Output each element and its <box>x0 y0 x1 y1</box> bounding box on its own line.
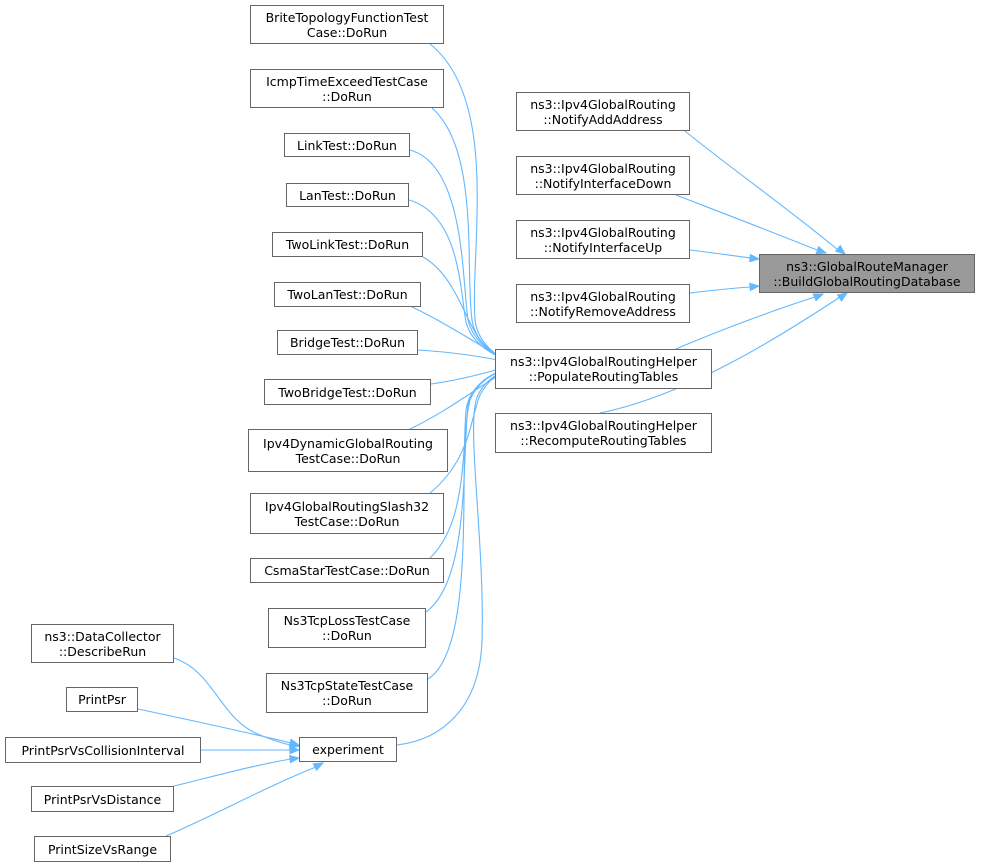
node-label-line2: ::PopulateRoutingTables <box>528 369 679 384</box>
edge-populate-to-root-arrowhead <box>812 293 825 302</box>
node-notify-remove-address[interactable]: ns3::Ipv4GlobalRouting ::NotifyRemoveAdd… <box>516 284 690 323</box>
node-link-test[interactable]: LinkTest::DoRun <box>284 133 410 157</box>
edge-recompute-to-root <box>599 296 841 414</box>
node-label-line1: TwoLinkTest::DoRun <box>285 237 410 252</box>
edge-psr-to-experiment-arrowhead <box>288 738 301 747</box>
node-label-line2: ::NotifyAddAddress <box>543 111 663 127</box>
node-label-line2: ::DoRun <box>322 693 372 708</box>
edge-notify-up-to-root-arrowhead <box>749 253 761 263</box>
node-label-line1: IcmpTimeExceedTestCase <box>266 73 428 89</box>
node-populate-routing-tables[interactable]: ns3::Ipv4GlobalRoutingHelper ::PopulateR… <box>495 349 712 389</box>
node-label-line1: ns3::Ipv4GlobalRoutingHelper <box>510 418 697 433</box>
node-csma-star-test[interactable]: CsmaStarTestCase::DoRun <box>250 558 444 583</box>
edge-describe-to-experiment <box>173 657 292 746</box>
edge-link-to-populate <box>409 149 510 362</box>
node-label-line2: ::DoRun <box>322 88 372 104</box>
node-brite-topology-test[interactable]: BriteTopologyFunctionTest Case::DoRun <box>250 5 444 44</box>
node-label-line1: Ipv4DynamicGlobalRouting <box>263 435 433 451</box>
node-label-line1: ns3::GlobalRouteManager <box>786 258 948 274</box>
node-label-line1: CsmaStarTestCase::DoRun <box>264 563 430 578</box>
node-bridge-test[interactable]: BridgeTest::DoRun <box>277 330 418 355</box>
node-label-line1: Ns3TcpStateTestCase <box>280 678 414 693</box>
node-label-line1: BridgeTest::DoRun <box>289 335 406 350</box>
edge-psrdist-to-experiment-arrowhead <box>289 754 301 764</box>
node-label-line2: TestCase::DoRun <box>294 513 400 529</box>
edge-notify-remove-to-root <box>689 286 752 294</box>
node-two-link-test[interactable]: TwoLinkTest::DoRun <box>272 232 423 257</box>
node-label-line1: ns3::Ipv4GlobalRouting <box>530 160 676 176</box>
edge-psr-to-experiment <box>137 708 292 744</box>
node-label-line2: ::BuildGlobalRoutingDatabase <box>773 273 961 289</box>
node-label-line1: Ipv4GlobalRoutingSlash32 <box>264 498 430 514</box>
node-recompute-routing-tables[interactable]: ns3::Ipv4GlobalRoutingHelper ::Recompute… <box>495 413 712 453</box>
node-print-psr[interactable]: PrintPsr <box>66 687 138 712</box>
node-build-global-routing-database: ns3::GlobalRouteManager ::BuildGlobalRou… <box>759 254 975 293</box>
edge-brite-to-populate <box>429 43 510 362</box>
node-label-line2: TestCase::DoRun <box>295 450 401 466</box>
node-label-line2: ::RecomputeRoutingTables <box>520 433 687 448</box>
node-label-line1: PrintPsrVsDistance <box>43 791 162 807</box>
edge-recompute-to-root-arrowhead <box>836 292 849 302</box>
node-experiment[interactable]: experiment <box>299 737 397 762</box>
node-label-line1: experiment <box>312 742 384 757</box>
node-label-line1: ns3::DataCollector <box>44 628 161 644</box>
node-ns3-tcp-state-test[interactable]: Ns3TcpStateTestCase ::DoRun <box>266 673 428 713</box>
node-ipv4-dynamic-global-routing-test[interactable]: Ipv4DynamicGlobalRouting TestCase::DoRun <box>248 429 448 472</box>
node-notify-interface-down[interactable]: ns3::Ipv4GlobalRouting ::NotifyInterface… <box>516 156 690 195</box>
node-label-line1: PrintSizeVsRange <box>47 841 158 857</box>
node-label-line2: ::DescribeRun <box>58 643 147 659</box>
node-label-line1: BriteTopologyFunctionTest <box>265 9 429 25</box>
node-ns3-tcp-loss-test[interactable]: Ns3TcpLossTestCase ::DoRun <box>268 608 426 648</box>
node-label-line1: LanTest::DoRun <box>299 187 396 203</box>
edge-lan-to-populate <box>408 199 510 362</box>
node-label-line2: ::DoRun <box>322 628 372 643</box>
node-two-bridge-test[interactable]: TwoBridgeTest::DoRun <box>264 379 431 405</box>
edge-notify-up-to-root <box>689 249 752 259</box>
node-label-line1: PrintPsr <box>78 692 126 707</box>
node-label-line2: Case::DoRun <box>306 24 388 40</box>
node-label-line1: TwoBridgeTest::DoRun <box>278 384 417 400</box>
edge-psrcoll-to-experiment-arrowhead <box>289 745 301 755</box>
node-data-collector-describe-run[interactable]: ns3::DataCollector ::DescribeRun <box>31 624 174 663</box>
edge-sizerange-to-experiment <box>165 766 317 837</box>
node-icmp-time-exceed-test[interactable]: IcmpTimeExceedTestCase ::DoRun <box>250 69 444 108</box>
node-ipv4-global-routing-slash32-test[interactable]: Ipv4GlobalRoutingSlash32 TestCase::DoRun <box>250 493 444 534</box>
node-label-line1: PrintPsrVsCollisionInterval <box>21 742 185 758</box>
edge-notify-remove-to-root-arrowhead <box>749 282 761 292</box>
edge-notify-down-to-root <box>675 194 818 251</box>
edge-psrdist-to-experiment <box>173 758 292 787</box>
node-label-line2: ::NotifyInterfaceUp <box>543 239 663 255</box>
edge-populate-to-root <box>675 296 816 350</box>
edge-experiment-to-populate <box>396 367 510 746</box>
node-label-line1: ns3::Ipv4GlobalRoutingHelper <box>510 354 697 369</box>
node-label-line2: ::NotifyInterfaceDown <box>534 175 672 191</box>
node-print-size-vs-range[interactable]: PrintSizeVsRange <box>34 836 171 862</box>
node-two-lan-test[interactable]: TwoLanTest::DoRun <box>274 282 421 307</box>
edge-notify-add-to-root-arrowhead <box>834 244 847 255</box>
node-label-line1: LinkTest::DoRun <box>297 137 397 153</box>
node-label-line1: ns3::Ipv4GlobalRouting <box>530 96 676 112</box>
node-print-psr-vs-collision-interval[interactable]: PrintPsrVsCollisionInterval <box>5 737 201 763</box>
edge-notify-add-to-root <box>684 130 839 251</box>
node-notify-interface-up[interactable]: ns3::Ipv4GlobalRouting ::NotifyInterface… <box>516 220 690 259</box>
node-label-line1: TwoLanTest::DoRun <box>287 287 408 302</box>
edge-tcpstate-to-populate <box>427 367 510 680</box>
node-notify-add-address[interactable]: ns3::Ipv4GlobalRouting ::NotifyAddAddres… <box>516 92 690 131</box>
node-label-line1: ns3::Ipv4GlobalRouting <box>530 288 676 304</box>
node-print-psr-vs-distance[interactable]: PrintPsrVsDistance <box>31 786 174 812</box>
edge-notify-down-to-root-arrowhead <box>815 245 828 255</box>
node-label-line1: ns3::Ipv4GlobalRouting <box>530 224 676 240</box>
node-label-line1: Ns3TcpLossTestCase <box>283 613 411 628</box>
edge-sizerange-to-experiment-arrowhead <box>312 762 325 772</box>
node-lan-test[interactable]: LanTest::DoRun <box>286 183 409 207</box>
node-label-line2: ::NotifyRemoveAddress <box>530 303 676 319</box>
edge-twolink-to-populate <box>422 256 510 363</box>
